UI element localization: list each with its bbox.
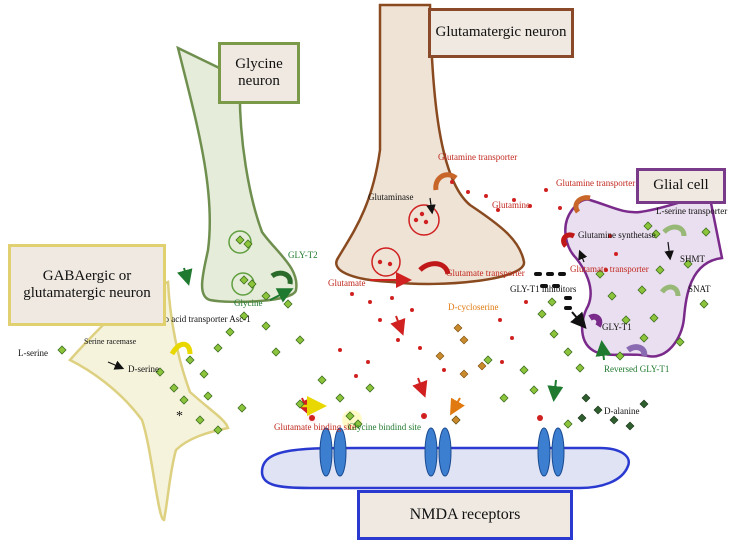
gaba-neuron-shape <box>67 280 230 522</box>
gly-t2-transporter <box>270 270 293 285</box>
label-asterisk: * <box>176 409 183 424</box>
glutamatergic-neuron-box: Glutamatergic neuron <box>428 8 574 58</box>
glycine-vesicle-1 <box>228 230 252 254</box>
label-gly-t2: GLY-T2 <box>288 250 318 260</box>
label-glutamine: Glutamine <box>492 200 530 210</box>
glycine-neuron-title: Glycine neuron <box>235 55 283 89</box>
label-glutamate: Glutamate <box>328 278 366 288</box>
nmda-receptor-3 <box>537 427 565 477</box>
glutamatergic-neuron-title: Glutamatergic neuron <box>435 24 567 41</box>
gaba-neuron-box: GABAergic or glutamatergic neuron <box>8 244 166 326</box>
glycine-neuron-shape <box>176 45 298 304</box>
label-d-alanine: D-alanine <box>604 406 639 416</box>
label-serine-racemase: Serine racemase <box>84 337 137 346</box>
glial-cell-title: Glial cell <box>653 177 709 194</box>
label-amino-acid-transporter: Amino acid transporter Asc-1 <box>144 314 251 324</box>
gaba-neuron-title: GABAergic or glutamatergic neuron <box>23 267 151 301</box>
label-reversed-gly-t1: Reversed GLY-T1 <box>604 364 669 374</box>
glutamate-vesicle-2 <box>371 247 401 277</box>
glutamate-vesicle-1 <box>408 204 440 236</box>
label-glutamine-synthetase: Glutamine synthetase <box>578 230 656 240</box>
d-alanine-molecules <box>577 393 649 431</box>
label-snat: SNAT <box>688 284 711 294</box>
label-glutamate-binding-site: Glutamate binding site <box>274 422 356 432</box>
label-d-cycloserine: D-cycloserine <box>448 302 498 312</box>
label-shmt: SHMT <box>680 254 706 264</box>
glutamate-transporter-neuron <box>418 261 451 275</box>
nmda-receptor-1 <box>319 427 347 477</box>
arrows <box>107 197 674 416</box>
label-glycine: Glycine <box>234 298 263 308</box>
glutamate-transporter-glial <box>561 232 576 248</box>
label-glutamate-transporter-glial: Glutamate transporter <box>570 264 649 274</box>
nmda-receptors-box: NMDA receptors <box>357 490 573 540</box>
glial-cell-box: Glial cell <box>636 168 726 204</box>
glutamatergic-neuron-shape <box>335 3 526 286</box>
label-gly-t1-inhibitors: GLY-T1 inhibitors <box>510 284 577 294</box>
glial-cell-shape <box>564 196 724 358</box>
d-cycloserine-molecules <box>435 323 487 425</box>
gly-t1-inhibitor-pills <box>534 272 572 310</box>
label-l-serine-transporter: L-serine transporter <box>656 206 727 216</box>
snat-transporter <box>660 284 681 297</box>
label-l-serine: L-serine <box>18 348 48 358</box>
diagram-labels: Glutamine transporter Glutaminase Glutam… <box>18 152 727 432</box>
glutamine-transporter-glial <box>573 195 591 214</box>
glycine-neuron-box: Glycine neuron <box>218 42 300 104</box>
label-glutaminase: Glutaminase <box>368 192 414 202</box>
reversed-gly-t1 <box>626 344 648 357</box>
label-glycine-binding-site: Glycine bindind site <box>348 422 421 432</box>
glutamine-transporter-neuron <box>433 172 458 191</box>
glycine-molecules <box>57 221 711 435</box>
glutamate-molecules <box>309 180 618 421</box>
nmda-receptors-title: NMDA receptors <box>409 505 521 523</box>
label-gly-t1: GLY-T1 <box>602 322 632 332</box>
label-glutamine-transporter-1: Glutamine transporter <box>438 152 517 162</box>
asc1-transporter <box>169 341 193 356</box>
label-glutamate-transporter-neuron: Glutamate transporter <box>446 268 525 278</box>
label-d-serine: D-serine <box>128 364 159 374</box>
gly-t1-transporter <box>588 313 603 328</box>
label-glutamine-transporter-2: Glutamine transporter <box>556 178 635 188</box>
l-serine-transporter <box>662 224 687 237</box>
nmda-receptor-2 <box>424 427 452 477</box>
